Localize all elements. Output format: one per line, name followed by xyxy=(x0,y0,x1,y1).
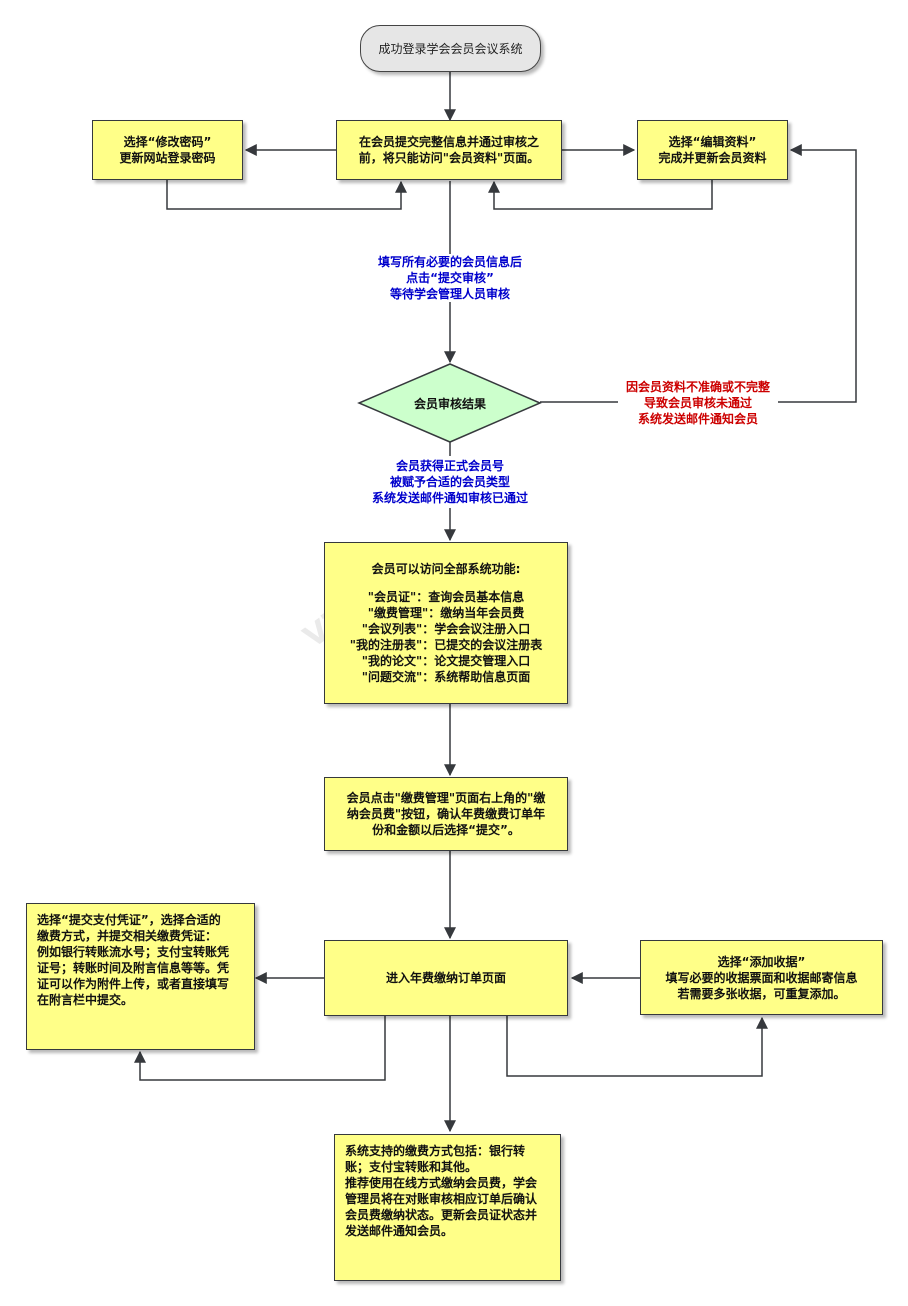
label-line: 点击“提交审核” xyxy=(406,271,494,285)
label-line: 被赋予合适的会员类型 xyxy=(389,475,510,489)
node-text-line: 会员费缴纳状态。更新会员证状态并 xyxy=(345,1208,538,1222)
node-text-line: 在附言栏中提交。 xyxy=(37,993,134,1007)
node-text-line: 账；支付宝转账和其他。 xyxy=(345,1160,478,1174)
node-text-line: 选择“修改密码” xyxy=(123,135,212,149)
label-approved: 会员获得正式会员号 被赋予合适的会员类型 系统发送邮件通知审核已通过 xyxy=(330,458,570,506)
feature-item: "我的注册表"：已提交的会议注册表 xyxy=(349,638,543,652)
edge-proof-return xyxy=(134,1016,386,1081)
node-payment-methods: 系统支持的缴费方式包括：银行转 账；支付宝转账和其他。 推荐使用在线方式缴纳会员… xyxy=(334,1134,561,1281)
edge-rejected-right xyxy=(778,144,857,403)
feature-item: "会议列表"：学会会议注册入口 xyxy=(361,622,531,636)
node-order-page: 进入年费缴纳订单页面 xyxy=(324,940,568,1016)
node-heading: 会员可以访问全部系统功能: xyxy=(371,562,521,576)
label-line: 系统发送邮件通知审核已通过 xyxy=(371,491,528,505)
node-text-line: 缴费方式，并提交相关缴费凭证： xyxy=(37,929,218,943)
label-line: 导致会员审核未通过 xyxy=(643,396,752,410)
feature-item: "会员证"：查询会员基本信息 xyxy=(367,590,525,604)
edge-order-to-receipt xyxy=(506,1016,768,1077)
feature-item: "缴费管理"：缴纳当年会员费 xyxy=(367,606,525,620)
node-text-line: 进入年费缴纳订单页面 xyxy=(385,971,506,985)
node-text-line: 选择“提交支付凭证”，选择合适的 xyxy=(37,913,221,927)
start-label: 成功登录学会会员会议系统 xyxy=(378,42,523,56)
node-edit-profile: 选择“编辑资料” 完成并更新会员资料 xyxy=(637,120,788,180)
edge-change-password-return xyxy=(166,180,407,210)
node-text-line: 会员点击"缴费管理"页面右上角的"缴 xyxy=(346,791,546,805)
node-text-line: 系统支持的缴费方式包括：银行转 xyxy=(345,1144,526,1158)
node-text-line: 选择“添加收据” xyxy=(717,954,806,969)
node-pay-click: 会员点击"缴费管理"页面右上角的"缴 纳会员费"按钮，确认年费缴费订单年 份和金… xyxy=(324,777,568,851)
node-payment-proof: 选择“提交支付凭证”，选择合适的 缴费方式，并提交相关缴费凭证： 例如银行转账流… xyxy=(26,903,255,1050)
label-line: 因会员资料不准确或不完整 xyxy=(625,380,770,394)
label-line: 等待学会管理人员审核 xyxy=(389,287,510,301)
node-text-line: 推荐使用在线方式缴纳会员费，学会 xyxy=(345,1176,538,1190)
label-line: 系统发送邮件通知会员 xyxy=(637,412,758,426)
label-line: 填写所有必要的会员信息后 xyxy=(377,255,522,269)
node-text-line: 证号；转账时间及附言信息等等。凭 xyxy=(37,961,230,975)
label-rejected: 因会员资料不准确或不完整 导致会员审核未通过 系统发送邮件通知会员 xyxy=(608,379,788,427)
node-text-line: 若需要多张收据，可重复添加。 xyxy=(677,986,846,1001)
node-text-line: 例如银行转账流水号；支付宝转账凭 xyxy=(37,945,230,959)
start-terminal: 成功登录学会会员会议系统 xyxy=(360,25,541,72)
node-text-line: 前，将只能访问"会员资料"页面。 xyxy=(358,151,540,165)
node-change-password: 选择“修改密码” 更新网站登录密码 xyxy=(92,120,243,180)
edge-edit-profile-return xyxy=(488,180,713,210)
node-text-line: 发送邮件通知会员。 xyxy=(345,1224,454,1238)
node-text-line: 份和金额以后选择“提交”。 xyxy=(372,823,520,837)
label-submit-review: 填写所有必要的会员信息后 点击“提交审核” 等待学会管理人员审核 xyxy=(340,254,560,302)
node-text-line: 证可以作为附件上传，或者直接填写 xyxy=(37,977,230,991)
label-line: 会员获得正式会员号 xyxy=(395,459,504,473)
node-add-receipt: 选择“添加收据” 填写必要的收据票面和收据邮寄信息 若需要多张收据，可重复添加。 xyxy=(640,940,883,1015)
decision-diamond xyxy=(357,363,542,443)
node-text-line: 完成并更新会员资料 xyxy=(658,151,767,165)
node-text-line: 更新网站登录密码 xyxy=(119,151,216,165)
node-text-line: 在会员提交完整信息并通过审核之 xyxy=(358,135,539,149)
feature-item: "我的论文"：论文提交管理入口 xyxy=(361,654,531,668)
feature-item: "问题交流"：系统帮助信息页面 xyxy=(361,670,531,684)
node-text-line: 填写必要的收据票面和收据邮寄信息 xyxy=(665,970,858,985)
node-full-access: 会员可以访问全部系统功能: "会员证"：查询会员基本信息 "缴费管理"：缴纳当年… xyxy=(324,542,568,704)
decision-label: 会员审核结果 xyxy=(413,397,486,411)
node-text-line: 管理员将在对账审核相应订单后确认 xyxy=(345,1192,538,1206)
node-member-info-restricted: 在会员提交完整信息并通过审核之 前，将只能访问"会员资料"页面。 xyxy=(336,120,562,180)
node-text-line: 选择“编辑资料” xyxy=(668,135,757,149)
node-text-line: 纳会员费"按钮，确认年费缴费订单年 xyxy=(346,807,546,821)
